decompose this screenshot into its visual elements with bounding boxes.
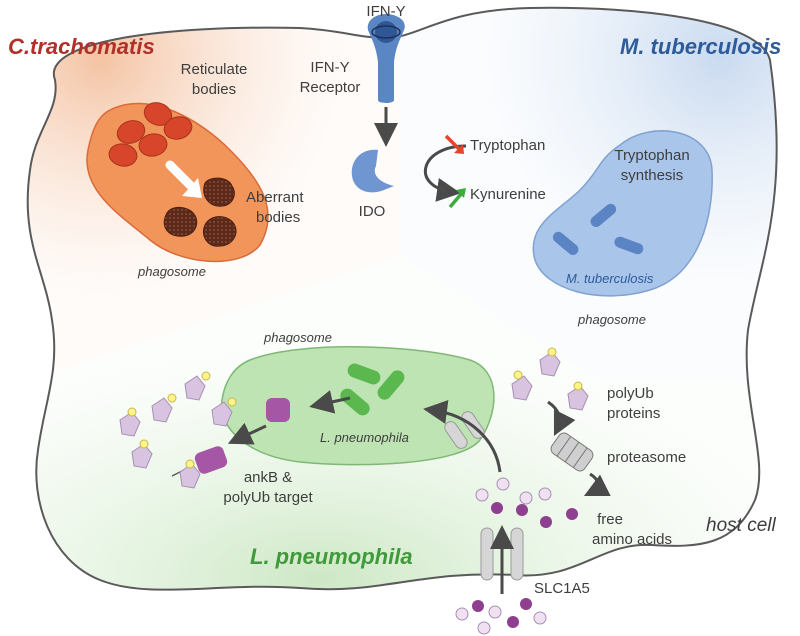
polyub-label-2: proteins	[607, 405, 661, 422]
ankb-polyub-target	[194, 446, 228, 474]
aberrant-bodies	[163, 177, 237, 247]
legionella-cell-label: L. pneumophila	[320, 430, 409, 445]
reticulate-label-1: Reticulate	[180, 61, 248, 78]
aberrant-label-2: bodies	[256, 209, 301, 226]
aberrant-label-1: Aberrant	[246, 189, 304, 206]
free-aa-label-2: amino acids	[591, 531, 673, 548]
mtb-bacteria	[552, 203, 644, 255]
receptor-label-2: Receptor	[299, 79, 361, 96]
ankb-label-1: ankB &	[243, 469, 293, 486]
kynurenine-label: Kynurenine	[470, 186, 546, 203]
polyub-proteins	[119, 351, 589, 489]
slc1a5-label: SLC1A5	[534, 580, 590, 597]
phagosome-label-chlamydia: phagosome	[138, 264, 206, 279]
free-amino-acids	[475, 477, 578, 528]
reticulate-label-2: bodies	[191, 81, 237, 98]
ido-enzyme-icon	[351, 149, 394, 193]
ankb-label-2: polyUb target	[223, 489, 313, 506]
ankb-effector	[266, 398, 290, 422]
trp-synthesis-label-1: Tryptophan	[614, 147, 690, 164]
polyub-label-1: polyUb	[607, 385, 654, 402]
title-mtb: M. tuberculosis	[620, 34, 782, 59]
title-chlamydia: C.trachomatis	[8, 34, 155, 59]
kynurenine-up-arrow	[448, 191, 464, 209]
effector-arrow-2	[227, 422, 267, 445]
ifn-receptor-icon	[367, 14, 405, 103]
extracellular-amino-acids	[455, 598, 547, 635]
polyub-to-proteasome-arrow	[547, 400, 576, 437]
host-cell-label: host cell	[706, 515, 776, 536]
effector-arrow-1	[309, 390, 351, 414]
trp-synthesis-label-2: synthesis	[620, 167, 684, 184]
host-cell-membrane	[26, 6, 778, 591]
receptor-label-1: IFN-Y	[310, 59, 350, 76]
proteasome-label: proteasome	[607, 449, 687, 466]
tryptophan-label: Tryptophan	[470, 137, 546, 154]
legionella-bacteria	[340, 363, 405, 416]
tryptophan-down-arrow	[444, 134, 462, 152]
amino-acid-uptake-arrow	[423, 400, 502, 473]
mtb-phagosome	[532, 130, 713, 297]
free-aa-label-1: free	[597, 511, 623, 528]
proteasome-output-arrow	[583, 472, 611, 497]
mtb-cell-label: M. tuberculosis	[566, 271, 654, 286]
ido-conversion-arrow	[423, 144, 467, 202]
reticulate-bodies	[108, 102, 193, 167]
ido-label: IDO	[358, 203, 386, 220]
phagosome-label-legionella: phagosome	[264, 330, 332, 345]
ifn-label: IFN-Y	[366, 3, 406, 20]
development-arrow-icon	[165, 160, 195, 190]
title-legionella: L. pneumophila	[250, 544, 413, 569]
phagosome-label-mtb: phagosome	[578, 312, 646, 327]
proteasome-icon	[550, 432, 594, 472]
ubiquitin-tags	[127, 347, 583, 469]
